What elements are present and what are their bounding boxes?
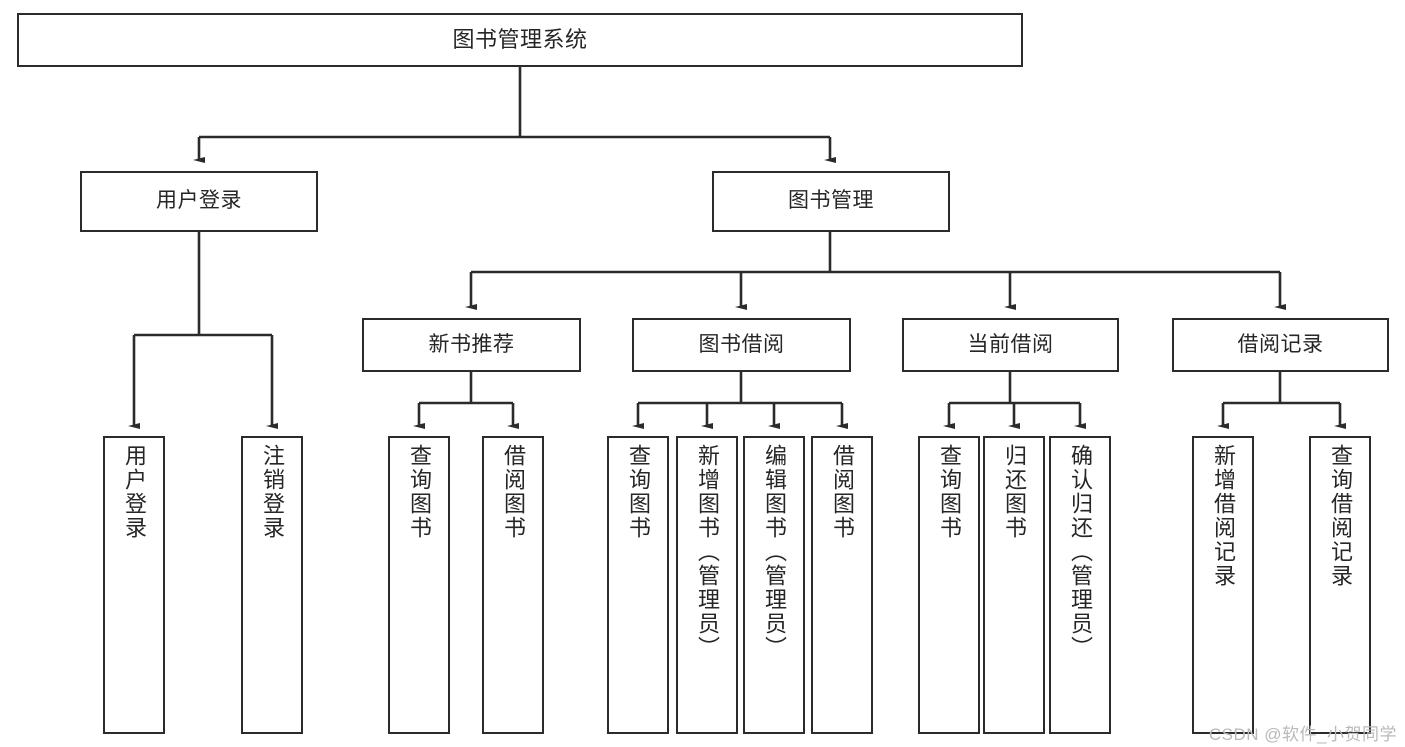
node-label: 图书管理 [788, 189, 874, 213]
leaf-borrow-borrow-book[interactable]: 借阅图书 [811, 436, 873, 734]
leaf-current-confirm-return[interactable]: 确认归还（管理员） [1049, 436, 1111, 734]
node-label: 图书管理系统 [452, 27, 588, 53]
node-user-login[interactable]: 用户登录 [80, 171, 318, 232]
leaf-record-add[interactable]: 新增借阅记录 [1192, 436, 1254, 734]
node-label: 借阅图书 [501, 444, 526, 540]
leaf-record-query[interactable]: 查询借阅记录 [1309, 436, 1371, 734]
node-borrow-record[interactable]: 借阅记录 [1172, 318, 1389, 372]
leaf-user-login[interactable]: 用户登录 [103, 436, 165, 734]
leaf-borrow-add-book[interactable]: 新增图书（管理员） [676, 436, 738, 734]
node-label: 新增借阅记录 [1211, 444, 1236, 588]
node-book-borrow[interactable]: 图书借阅 [632, 318, 851, 372]
node-label: 借阅记录 [1237, 332, 1324, 356]
node-label: 确认归还（管理员） [1068, 444, 1093, 660]
node-label: 查询图书 [626, 444, 651, 540]
node-label: 新增图书（管理员） [695, 444, 720, 660]
node-label: 查询图书 [937, 444, 962, 540]
leaf-current-query-book[interactable]: 查询图书 [918, 436, 980, 734]
node-label: 查询借阅记录 [1328, 444, 1353, 588]
node-label: 图书借阅 [698, 332, 785, 356]
node-label: 新书推荐 [428, 332, 515, 356]
node-current-borrow[interactable]: 当前借阅 [902, 318, 1119, 372]
node-label: 注销登录 [260, 444, 285, 540]
node-label: 用户登录 [122, 444, 147, 540]
node-label: 用户登录 [156, 189, 242, 213]
leaf-borrow-edit-book[interactable]: 编辑图书（管理员） [743, 436, 805, 734]
node-label: 归还图书 [1002, 444, 1027, 540]
leaf-new-book-borrow[interactable]: 借阅图书 [482, 436, 544, 734]
node-label: 查询图书 [407, 444, 432, 540]
node-label: 借阅图书 [830, 444, 855, 540]
csdn-watermark: CSDN @软件_小贺同学 [1208, 725, 1397, 744]
leaf-current-return-book[interactable]: 归还图书 [983, 436, 1045, 734]
node-root-system[interactable]: 图书管理系统 [17, 13, 1023, 67]
node-label: 编辑图书（管理员） [762, 444, 787, 660]
node-new-book-recommend[interactable]: 新书推荐 [362, 318, 581, 372]
leaf-borrow-query-book[interactable]: 查询图书 [607, 436, 669, 734]
leaf-logout[interactable]: 注销登录 [241, 436, 303, 734]
node-book-management[interactable]: 图书管理 [712, 171, 950, 232]
leaf-new-book-query[interactable]: 查询图书 [388, 436, 450, 734]
node-label: 当前借阅 [967, 332, 1054, 356]
